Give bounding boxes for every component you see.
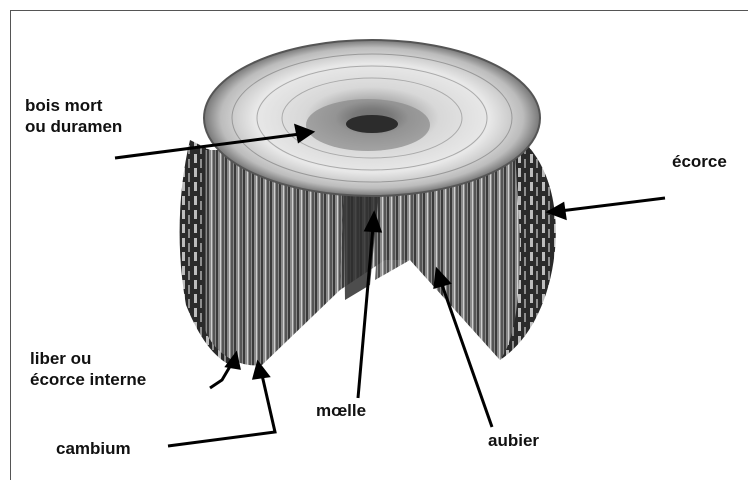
- label-heartwood-line1: bois mort: [25, 95, 122, 116]
- label-bark: écorce: [672, 151, 727, 172]
- arrow-cambium-head: [254, 363, 268, 378]
- label-cambium: cambium: [56, 438, 131, 459]
- arrow-cambium: [168, 375, 275, 446]
- label-heartwood-line2: ou duramen: [25, 116, 122, 137]
- label-phloem: liber ou écorce interne: [30, 348, 146, 390]
- label-sapwood: aubier: [488, 430, 539, 451]
- label-heartwood: bois mort ou duramen: [25, 95, 122, 137]
- label-phloem-line1: liber ou: [30, 348, 146, 369]
- arrow-bark: [560, 198, 665, 211]
- label-phloem-line2: écorce interne: [30, 369, 146, 390]
- label-pith: mœlle: [316, 400, 366, 421]
